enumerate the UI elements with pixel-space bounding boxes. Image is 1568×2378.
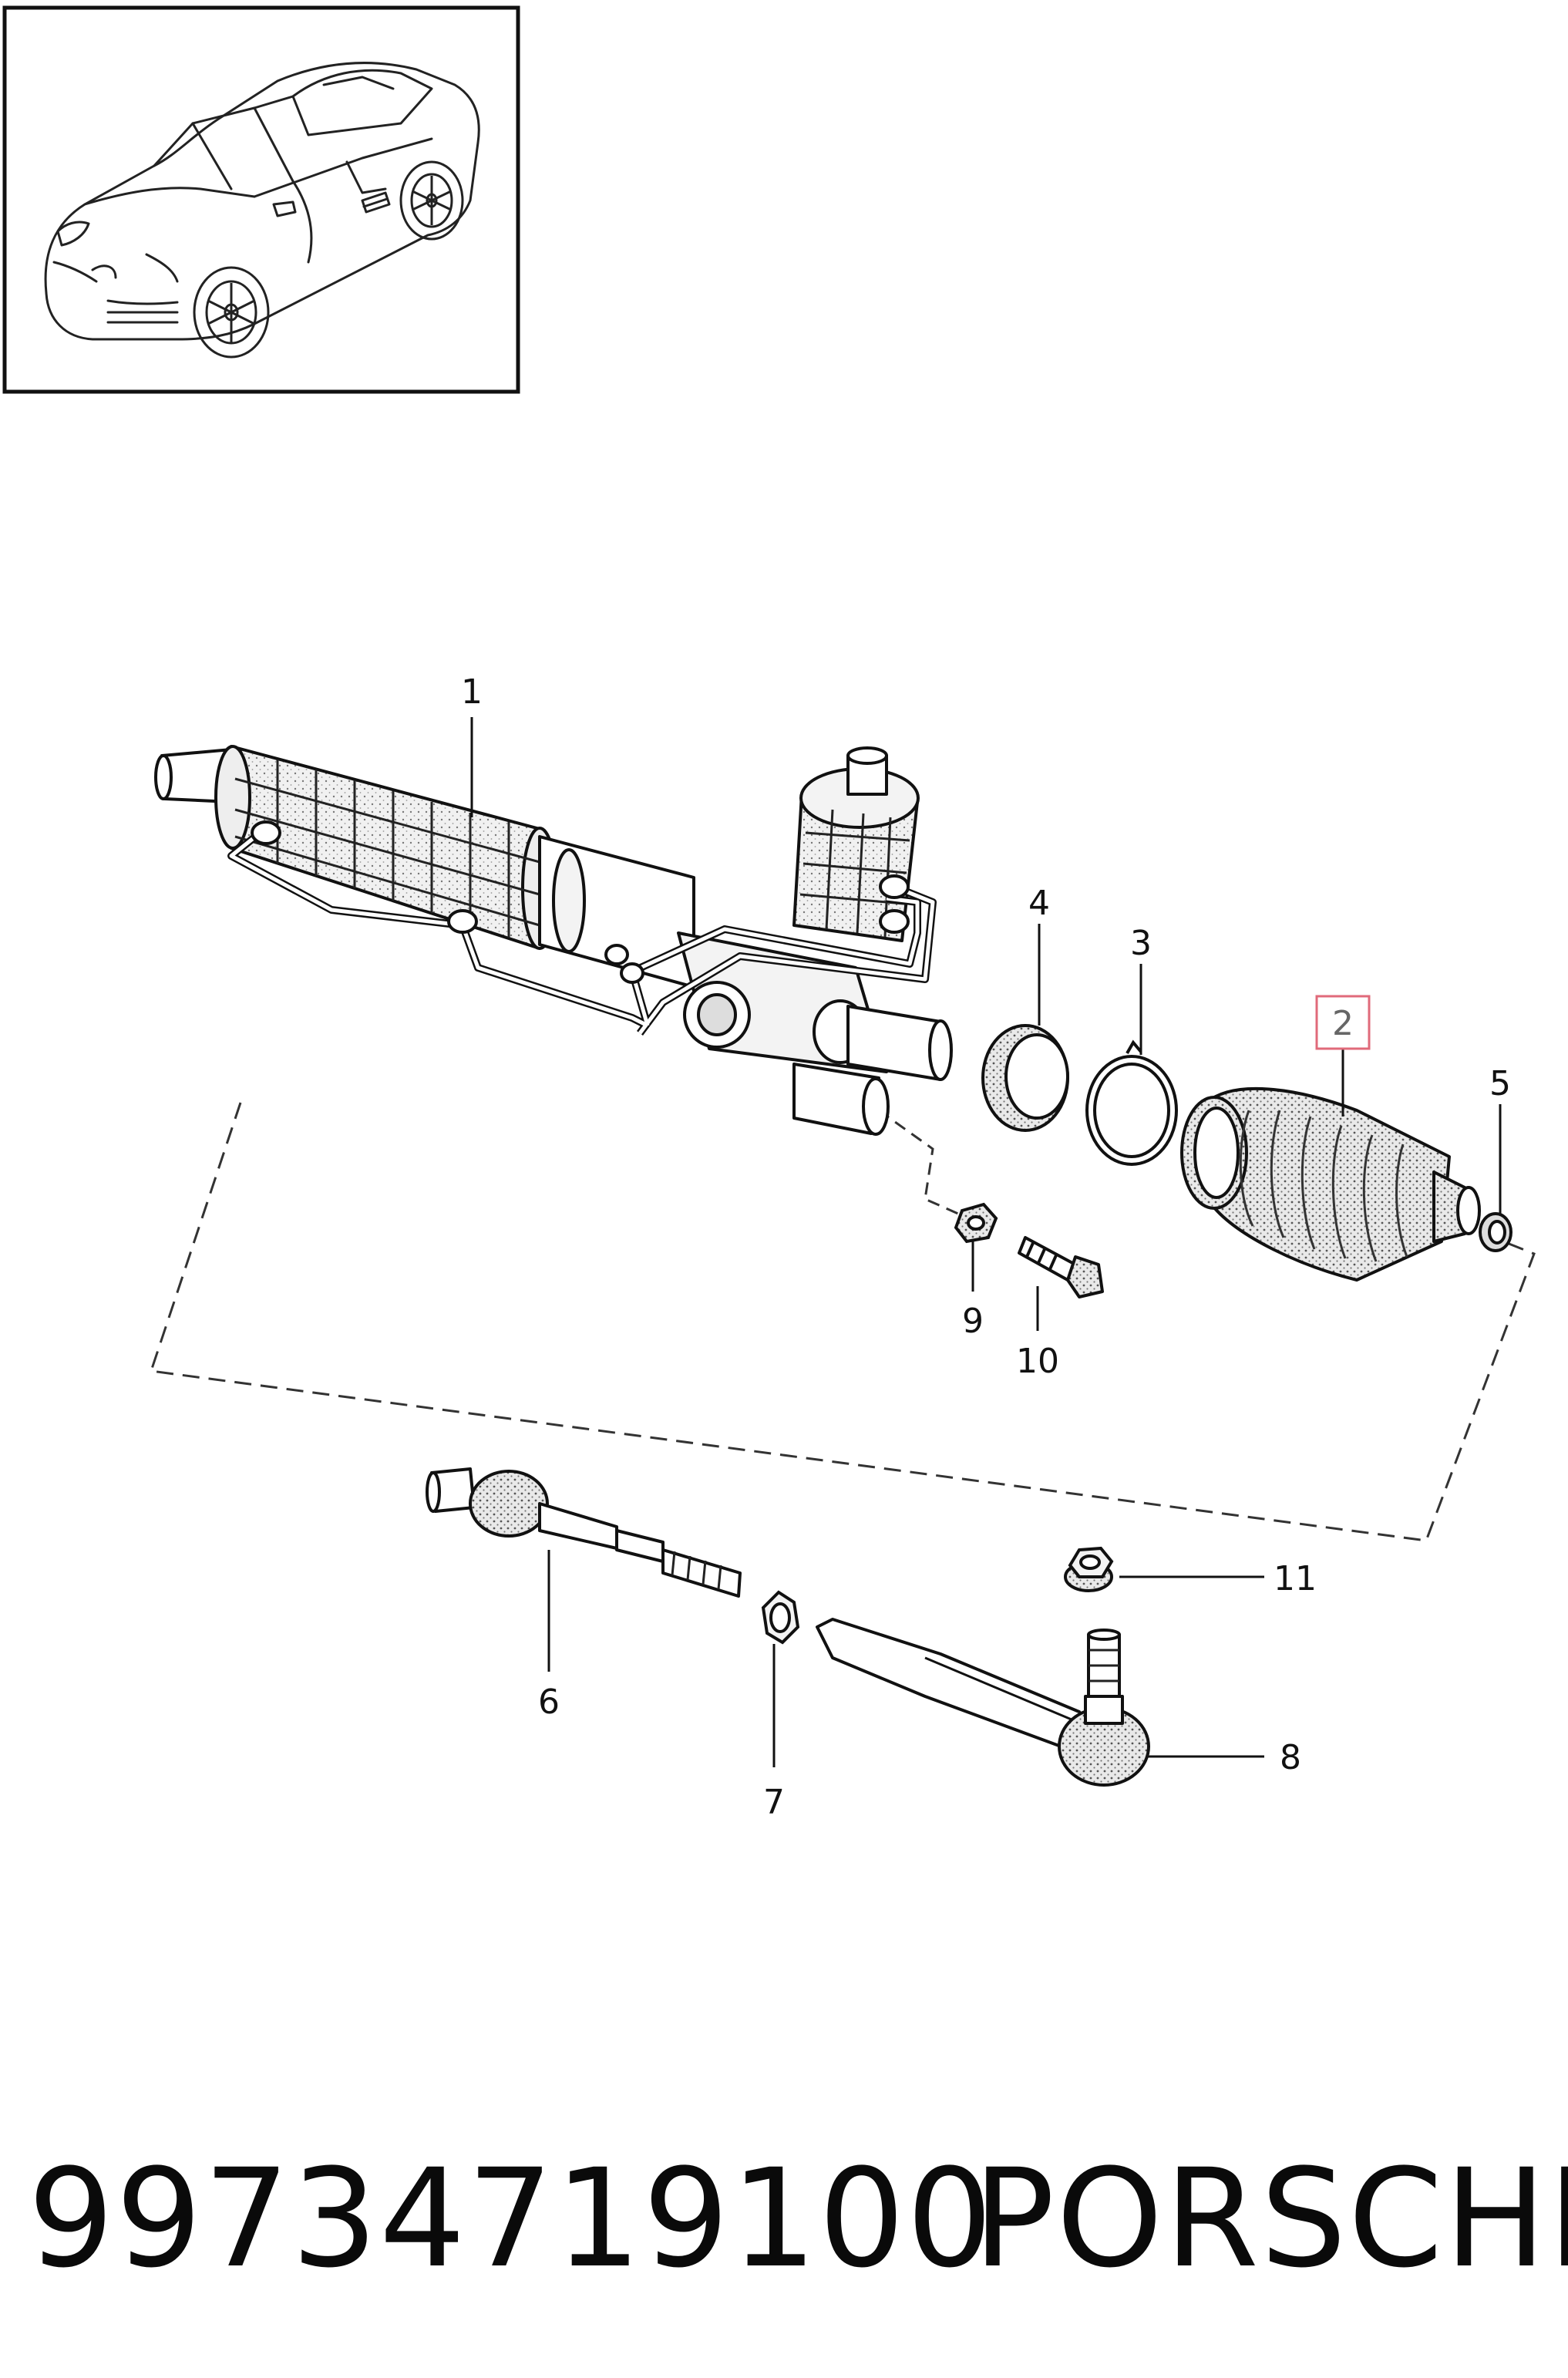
leader-lines <box>470 717 1502 1767</box>
callout-6: 6 <box>538 1682 560 1722</box>
link-dashed-line <box>878 1109 966 1218</box>
nut-9 <box>954 1202 998 1244</box>
callout-3: 3 <box>1130 924 1152 963</box>
small-ring-5 <box>1479 1212 1512 1252</box>
clamp-ring-4 <box>981 1024 1069 1132</box>
callout-1: 1 <box>461 672 483 712</box>
callout-2: 2 <box>1332 1004 1354 1043</box>
nut-7 <box>761 1590 800 1645</box>
bellows-boot-2 <box>1180 1086 1481 1282</box>
callout-7: 7 <box>763 1783 785 1822</box>
callout-11: 11 <box>1274 1559 1317 1598</box>
callout-8: 8 <box>1280 1738 1301 1777</box>
steering-rack <box>154 745 953 1136</box>
callout-9: 9 <box>962 1302 984 1341</box>
brand-name: PORSCHE <box>973 2140 1568 2298</box>
flange-nut-11 <box>1064 1546 1114 1592</box>
assembly-dashed-outline <box>150 1102 1536 1542</box>
tie-rod-end-8 <box>816 1618 1150 1787</box>
callout-10: 10 <box>1016 1342 1059 1381</box>
bolt-10 <box>1018 1236 1104 1298</box>
callouts: 1 2 3 4 5 6 7 8 9 10 11 <box>461 672 1511 1822</box>
callout-5: 5 <box>1489 1064 1511 1103</box>
inner-tie-rod-6 <box>426 1467 742 1598</box>
hose-clamp-3 <box>1085 1039 1178 1166</box>
callout-4: 4 <box>1028 884 1050 923</box>
part-number: 99734719100 <box>28 2140 994 2298</box>
callout-2-highlight <box>1315 995 1371 1050</box>
car-thumbnail <box>2 5 520 394</box>
